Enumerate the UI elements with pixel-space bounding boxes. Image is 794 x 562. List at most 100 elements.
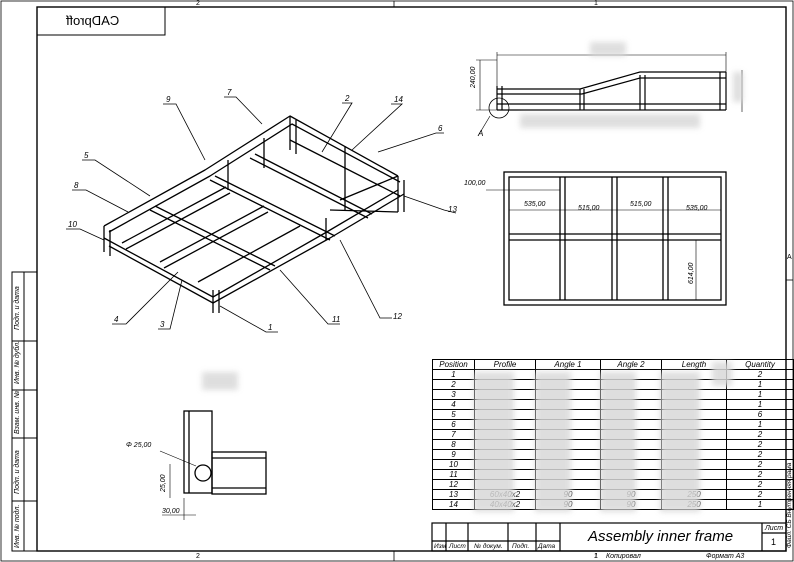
sheet-number: 1 xyxy=(771,537,777,547)
callout-1: 1 xyxy=(268,323,273,332)
bom-header-row: Position Profile Angle 1 Angle 2 Length … xyxy=(432,359,794,370)
bom-qty: 2 xyxy=(726,449,794,460)
left-strip xyxy=(11,271,38,552)
detail-dim-vertical: 25,00 xyxy=(160,474,167,492)
bom-pos: 6 xyxy=(432,419,475,430)
detail-marker-a: A xyxy=(478,129,484,138)
plan-dims xyxy=(486,189,721,300)
bom-qty: 2 xyxy=(726,469,794,480)
bom-header-position: Position xyxy=(432,359,475,370)
col-izm: Изм xyxy=(434,543,447,550)
callout-8: 8 xyxy=(74,181,79,190)
title-block xyxy=(431,522,787,552)
bom-qty: 2 xyxy=(726,489,794,500)
bom-qty: 1 xyxy=(726,499,794,510)
bom-qty: 1 xyxy=(726,389,794,400)
bom-pos: 12 xyxy=(432,479,475,490)
zone-label-top-left: 2 xyxy=(196,0,200,7)
blurred-bom-angle2 xyxy=(600,372,636,512)
bom-pos: 11 xyxy=(432,469,475,480)
callout-4: 4 xyxy=(114,315,119,324)
bom-qty: 2 xyxy=(726,479,794,490)
bom-pos: 10 xyxy=(432,459,475,470)
zone-label-bottom-right: 1 xyxy=(594,553,598,560)
iso-leaders xyxy=(66,96,457,333)
dim-height: 240,00 xyxy=(470,66,477,88)
callout-14: 14 xyxy=(394,95,403,104)
bom-qty: 1 xyxy=(726,379,794,390)
bom-header-quantity: Quantity xyxy=(726,359,794,370)
stamp-box xyxy=(36,6,166,36)
blurred-dim-right xyxy=(733,72,743,102)
callout-12: 12 xyxy=(393,312,402,321)
bom-header-angle1: Angle 1 xyxy=(535,359,601,370)
bom-qty: 2 xyxy=(726,459,794,470)
blurred-bom-profile xyxy=(474,372,514,512)
col-list: Лист xyxy=(449,543,466,550)
bom-qty: 2 xyxy=(726,369,794,380)
detail-dim-horizontal: 30,00 xyxy=(162,508,180,515)
strip-label-3: Взам. инв. № xyxy=(14,390,21,434)
blurred-bom-length xyxy=(660,372,700,512)
zone-label-top-right: 1 xyxy=(594,0,598,7)
bom-pos: 1 xyxy=(432,369,475,380)
bom-header-angle2: Angle 2 xyxy=(600,359,662,370)
callout-9: 9 xyxy=(166,95,171,104)
blurred-bom-corner xyxy=(712,362,732,386)
plan-dim-5: 535,00 xyxy=(686,205,708,212)
zone-label-side: A xyxy=(787,254,792,261)
strip-label-1: Подп. и дата xyxy=(14,286,21,330)
callout-6: 6 xyxy=(438,124,443,133)
plan-dim-1: 100,00 xyxy=(464,180,486,187)
bom-qty: 2 xyxy=(726,439,794,450)
bom-header-profile: Profile xyxy=(474,359,536,370)
detail-dims xyxy=(159,450,197,520)
strip-label-2: Инв. № дубл. xyxy=(14,340,21,384)
stamp-text: CADproff xyxy=(66,13,120,28)
bom-qty: 2 xyxy=(726,429,794,440)
bom-pos: 4 xyxy=(432,399,475,410)
blurred-dim-top xyxy=(590,42,626,56)
plan-view xyxy=(503,171,727,306)
detail-dim-diameter: Φ 25,00 xyxy=(126,442,152,449)
callout-5: 5 xyxy=(84,151,89,160)
side-view xyxy=(488,71,727,119)
detail-view xyxy=(183,410,267,495)
file-name: Файл: СБ Внутренняя рама xyxy=(786,462,793,548)
callout-13: 13 xyxy=(448,205,457,214)
bom-pos: 5 xyxy=(432,409,475,420)
blurred-dim-bottom xyxy=(520,114,700,128)
bom-qty: 1 xyxy=(726,419,794,430)
callout-7: 7 xyxy=(227,88,232,97)
bom-pos: 14 xyxy=(432,499,475,510)
callout-11: 11 xyxy=(332,315,341,324)
bom-qty: 1 xyxy=(726,399,794,410)
strip-label-5: Инв. № подл. xyxy=(14,504,21,548)
bom-pos: 3 xyxy=(432,389,475,400)
bom-pos: 9 xyxy=(432,449,475,460)
callout-2: 2 xyxy=(345,94,350,103)
copied-label: Копировал xyxy=(606,553,641,560)
format-label: Формат А3 xyxy=(706,553,745,560)
bom-qty: 6 xyxy=(726,409,794,420)
col-sign: Подп. xyxy=(512,543,530,550)
plan-dim-2: 535,00 xyxy=(524,201,546,208)
bom-pos: 2 xyxy=(432,379,475,390)
plan-dim-6: 614,00 xyxy=(688,262,695,284)
isometric-view xyxy=(103,115,405,313)
bom-pos: 7 xyxy=(432,429,475,440)
drawing-title: Assembly inner frame xyxy=(588,528,734,545)
col-doc: № докум. xyxy=(474,543,503,550)
bom-pos: 13 xyxy=(432,489,475,500)
sheet-label: Лист xyxy=(765,525,784,532)
callout-3: 3 xyxy=(160,320,165,329)
blurred-bom-angle1 xyxy=(535,372,571,512)
bom-pos: 8 xyxy=(432,439,475,450)
zone-label-bottom-left: 2 xyxy=(196,553,200,560)
plan-dim-4: 515,00 xyxy=(630,201,652,208)
plan-dim-3: 515,00 xyxy=(578,205,600,212)
copied-number: 1 xyxy=(594,553,598,560)
blurred-detail-title xyxy=(202,372,238,390)
strip-label-4: Подп. и дата xyxy=(14,450,21,494)
